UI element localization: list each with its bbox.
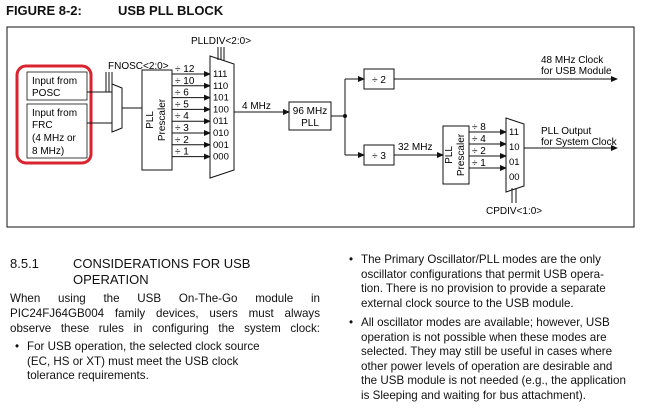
freq-32mhz: 32 MHz [398, 142, 432, 153]
plldiv-code: 011 [213, 116, 228, 127]
bullet-line: The Primary Oscillator/PLL modes are the… [361, 253, 601, 266]
usb-clock-label-2: for USB Module [541, 66, 612, 77]
plldiv-code: 001 [213, 140, 229, 151]
frc-label-3: (4 MHz or [32, 133, 77, 144]
figure-title: FIGURE 8-2: USB PLL BLOCK [6, 3, 223, 18]
bullet-glyph: • [349, 253, 354, 266]
prescaler-div-label: ÷ 4 [175, 111, 189, 122]
plldiv-code: 010 [213, 128, 229, 139]
pll-postscaler-box [442, 125, 470, 185]
cpdiv-code: 01 [509, 157, 520, 168]
bullet-all-oscillator-modes: • All oscillator modes are available; ho… [349, 316, 626, 403]
plldiv-label: PLLDIV<2:0> [191, 36, 251, 47]
postscaler-div-label: ÷ 1 [472, 158, 486, 169]
para-line-2: PIC24FJ64GB004 family devices, users mus… [10, 307, 320, 320]
pll-96-label-1: 96 MHz [293, 106, 327, 117]
bullet-line: is Sleeping and waiting for bus attachme… [361, 388, 586, 402]
frc-label-1: Input from [32, 108, 77, 119]
cpdiv-code: 10 [509, 142, 520, 153]
prescaler-div-label: ÷ 12 [175, 64, 195, 75]
posc-label-1: Input from [32, 76, 77, 87]
bullet-line: tolerance requirements. [27, 369, 149, 382]
para-line-1: When using the USB On-The-Go module in [10, 292, 320, 305]
section-title: CONSIDERATIONS FOR USB OPERATION [73, 256, 251, 287]
bullet-primary-oscillator: • The Primary Oscillator/PLL modes are t… [349, 253, 606, 311]
bullet-line: oscillator configurations that permit US… [361, 267, 604, 281]
prescaler-div-label: ÷ 2 [175, 135, 189, 146]
plldiv-code: 101 [213, 93, 229, 104]
plldiv-code: 000 [213, 152, 229, 163]
bullet-glyph: • [15, 340, 20, 353]
div2-label: ÷ 2 [372, 75, 386, 86]
figure-number: FIGURE 8-2: [6, 3, 82, 18]
para-line-3: observe these rules in configuring the s… [10, 322, 320, 335]
pll-output-label-2: for System Clock [541, 137, 618, 148]
prescaler-div-label: ÷ 6 [175, 88, 189, 99]
usb-pll-block-diagram: Input from POSC Input from FRC (4 MHz or… [6, 26, 635, 228]
section-number: 8.5.1 [10, 256, 39, 271]
bullet-glyph: • [349, 316, 354, 329]
prescaler-div-label: ÷ 5 [175, 99, 189, 110]
prescaler-label-1: PLL [145, 111, 156, 129]
bullet-line: tion. There is no provision to provide a… [361, 282, 606, 295]
cpdiv-code: 00 [509, 172, 520, 183]
bullet-line: (EC, HS or XT) must meet the USB clock [27, 354, 239, 368]
frc-input-box [26, 103, 88, 159]
usb-clock-label-1: 48 MHz Clock [541, 55, 604, 66]
postscaler-div-label: ÷ 2 [472, 146, 486, 157]
bullet-line: selected. They may still be useful in ca… [361, 345, 613, 358]
bullet-line: operation is not possible when these mod… [361, 330, 607, 344]
postscaler-div-label: ÷ 8 [472, 122, 486, 133]
frc-label-2: FRC [32, 120, 53, 131]
bullet-line: All oscillator modes are available; howe… [361, 316, 610, 329]
cpdiv-label: CPDIV<1:0> [486, 206, 542, 217]
prescaler-div-label: ÷ 10 [175, 76, 195, 87]
figure-caption: USB PLL BLOCK [118, 3, 224, 18]
postscaler-div-label: ÷ 4 [472, 134, 486, 145]
bullet-line: the USB module is not needed (e.g., the … [361, 374, 626, 387]
plldiv-code: 111 [213, 69, 227, 80]
pll-96-label-2: PLL [301, 118, 319, 129]
fnosc-label: FNOSC<2:0> [108, 61, 169, 72]
plldiv-code: 110 [213, 81, 228, 92]
pll-output-label-1: PLL Output [541, 126, 591, 137]
prescaler-label-2: Prescaler [157, 98, 168, 141]
prescaler-div-label: ÷ 3 [175, 123, 189, 134]
freq-4mhz: 4 MHz [242, 101, 271, 112]
plldiv-code: 100 [213, 104, 229, 115]
bullet-usb-clock-source: • For USB operation, the selected clock … [15, 340, 260, 384]
highlight-outline [15, 64, 93, 165]
bullet-line: external clock source to the USB module. [361, 296, 574, 310]
bullet-line: other power levels of operation are desi… [361, 359, 613, 373]
fnosc-mux [111, 83, 123, 133]
cpdiv-mux [505, 117, 525, 193]
diagram-frame [6, 26, 635, 228]
intro-paragraph: When using the USB On-The-Go module in P… [10, 291, 320, 336]
postscaler-label-2: Prescaler [456, 133, 467, 176]
bullet-line: For USB operation, the selected clock so… [27, 340, 260, 353]
frc-label-4: 8 MHz) [32, 146, 64, 157]
pll-prescaler-box [141, 69, 173, 171]
cpdiv-code: 11 [509, 127, 519, 138]
posc-input-box [26, 71, 88, 101]
plldiv-mux [209, 55, 235, 179]
posc-label-2: POSC [32, 88, 60, 99]
prescaler-div-label: ÷ 1 [175, 147, 189, 158]
postscaler-label-1: PLL [444, 146, 455, 164]
div3-label: ÷ 3 [372, 151, 386, 162]
